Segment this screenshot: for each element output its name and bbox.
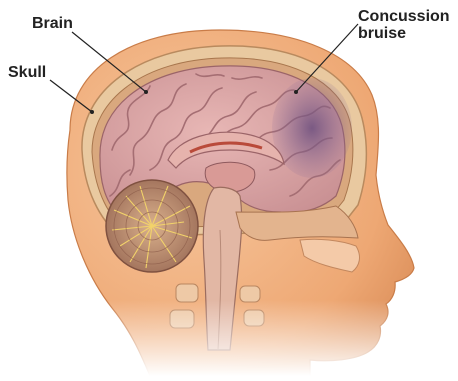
skull-leader-dot xyxy=(90,110,94,114)
brain-label: Brain xyxy=(32,15,73,32)
skull-label: Skull xyxy=(8,64,46,81)
bruise-leader-dot xyxy=(294,90,298,94)
thalamus xyxy=(205,162,255,192)
concussion-bruise-label: Concussion bruise xyxy=(358,8,450,42)
concussion-bruise-label-line1: Concussion xyxy=(358,8,450,25)
brain-leader-dot xyxy=(144,90,148,94)
bottom-fade xyxy=(0,300,458,376)
concussion-bruise-label-line2: bruise xyxy=(358,25,450,42)
